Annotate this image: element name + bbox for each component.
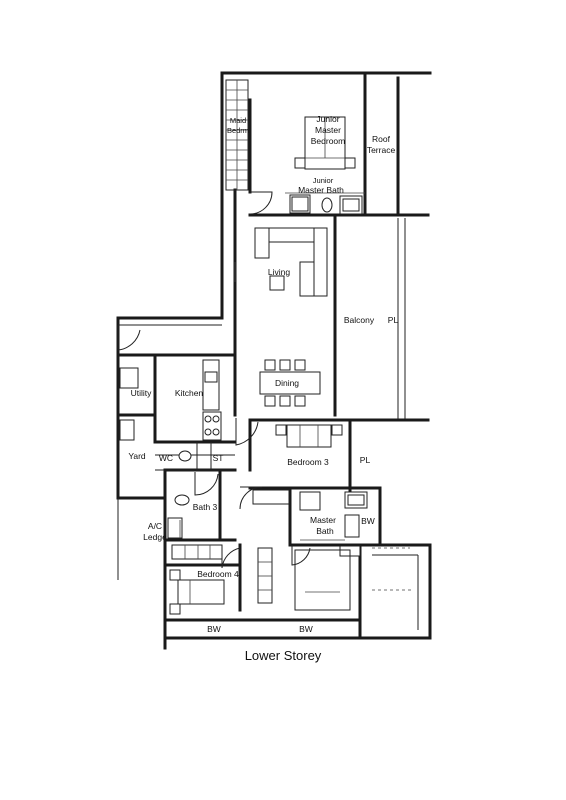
label-master-bath-2: Bath	[316, 526, 334, 536]
bedroom3-furniture	[252, 424, 343, 505]
label-pl-mid: PL	[360, 455, 371, 465]
open-area-markings	[294, 547, 412, 611]
label-utility: Utility	[131, 388, 153, 398]
label-junior-master-bath-1: Junior	[313, 176, 334, 185]
label-bw-bottom-left: BW	[207, 624, 221, 634]
label-kitchen: Kitchen	[175, 388, 204, 398]
wc-st-fixtures	[155, 442, 235, 471]
bath3-fixtures	[167, 494, 190, 539]
room-labels: Maid Bedrm Junior Master Bedroom Roof Te…	[128, 114, 398, 634]
label-bw-right: BW	[361, 516, 375, 526]
kitchen-fixtures	[119, 359, 222, 441]
label-balcony: Balcony	[344, 315, 375, 325]
bedroom4-furniture	[169, 569, 225, 615]
label-dining: Dining	[275, 378, 299, 388]
wardrobes	[171, 544, 273, 604]
label-maid-bedrm-1: Maid	[230, 116, 246, 125]
label-junior-master-bedroom-1: Junior	[316, 114, 339, 124]
label-yard: Yard	[128, 451, 146, 461]
living-furniture	[234, 227, 328, 297]
junior-master-bath-fixtures	[285, 192, 365, 215]
doors	[117, 191, 311, 569]
label-bedroom4: Bedroom 4	[197, 569, 239, 579]
label-living: Living	[268, 267, 290, 277]
label-roof-terrace-2: Terrace	[367, 145, 396, 155]
label-ac-ledge-2: Ledge	[143, 532, 167, 542]
label-bedroom3: Bedroom 3	[287, 457, 329, 467]
plan-caption: Lower Storey	[244, 648, 322, 663]
dining-furniture	[259, 359, 321, 407]
label-junior-master-bedroom-2: Master	[315, 125, 341, 135]
label-pl-top: PL	[388, 315, 399, 325]
label-ac-ledge-1: A/C	[148, 521, 162, 531]
label-roof-terrace-1: Roof	[372, 134, 391, 144]
label-junior-master-bath-2: Master Bath	[298, 185, 344, 195]
label-junior-master-bedroom-3: Bedroom	[311, 136, 346, 146]
junior-master-bedroom-furniture	[294, 116, 356, 170]
label-st: ST	[213, 453, 224, 463]
staircase	[225, 79, 249, 191]
label-master-bath-1: Master	[310, 515, 336, 525]
label-bw-bottom-right: BW	[299, 624, 313, 634]
label-wc: WC	[159, 453, 173, 463]
label-bath3: Bath 3	[193, 502, 218, 512]
label-maid-bedrm-2: Bedrm	[227, 126, 249, 135]
